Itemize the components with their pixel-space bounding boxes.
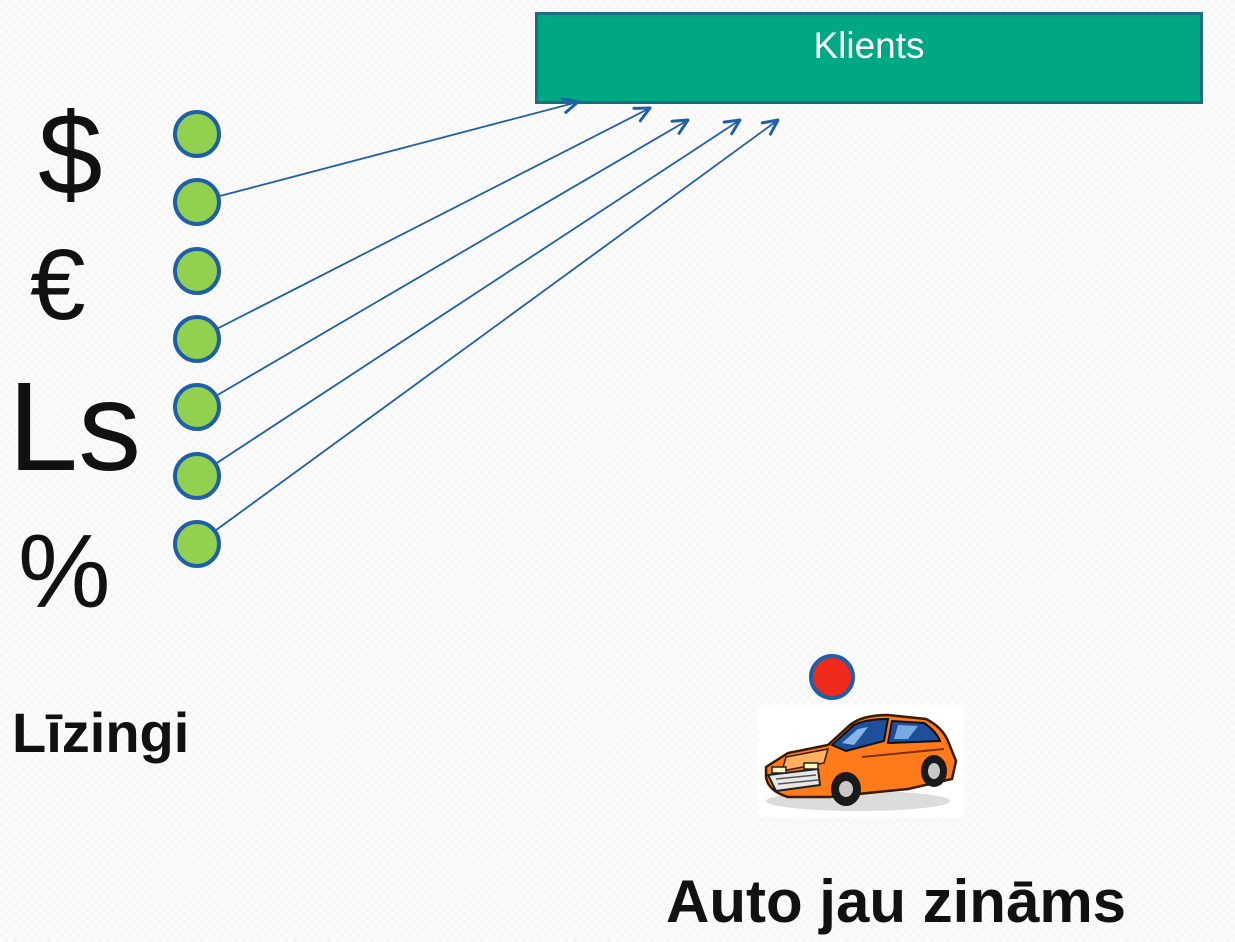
euro-symbol: € [30,229,86,341]
dollar-symbol: $ [38,89,103,219]
client-box[interactable]: Klients [535,12,1203,104]
car-known-caption: Auto jau zināms [666,868,1127,935]
client-label: Klients [813,25,925,66]
percent-symbol: % [18,514,111,630]
leasing-caption: Līzingi [12,701,190,764]
car-icon [758,705,964,817]
lats-symbol: Ls [8,356,142,497]
